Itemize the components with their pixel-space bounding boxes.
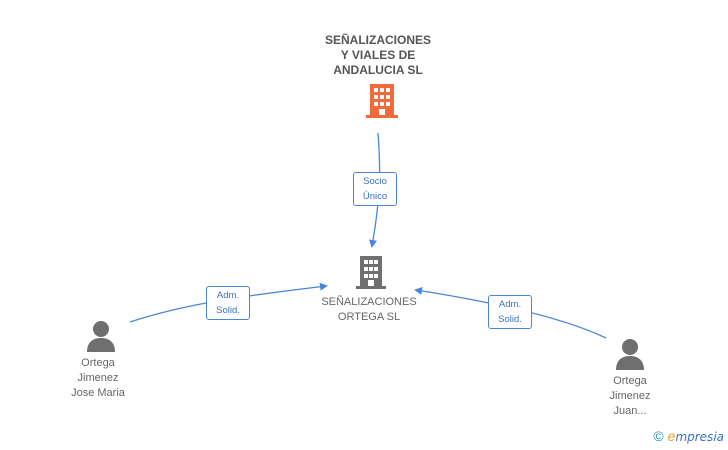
edge-label-adm-solid-left[interactable]: Adm. Solid. bbox=[206, 286, 250, 320]
building-icon[interactable] bbox=[366, 84, 398, 118]
building-icon[interactable] bbox=[356, 256, 386, 289]
copyright-symbol: © bbox=[653, 428, 664, 444]
footer-brand: © empresia bbox=[653, 428, 724, 444]
parent-company-label[interactable]: SEÑALIZACIONES Y VIALES DE ANDALUCIA SL bbox=[324, 33, 431, 77]
person-icon[interactable] bbox=[86, 320, 116, 352]
brand-logo[interactable]: empresia bbox=[667, 428, 724, 444]
person-icon[interactable] bbox=[615, 338, 645, 370]
main-company-label[interactable]: SEÑALIZACIONES ORTEGA SL bbox=[321, 296, 417, 323]
person-right-label[interactable]: Ortega Jimenez Juan... bbox=[609, 375, 651, 417]
edge-label-adm-solid-right[interactable]: Adm. Solid. bbox=[488, 295, 532, 329]
person-left-label[interactable]: Ortega Jimenez Jose Maria bbox=[71, 357, 125, 399]
edge-label-socio-unico[interactable]: Socio Único bbox=[353, 172, 397, 206]
